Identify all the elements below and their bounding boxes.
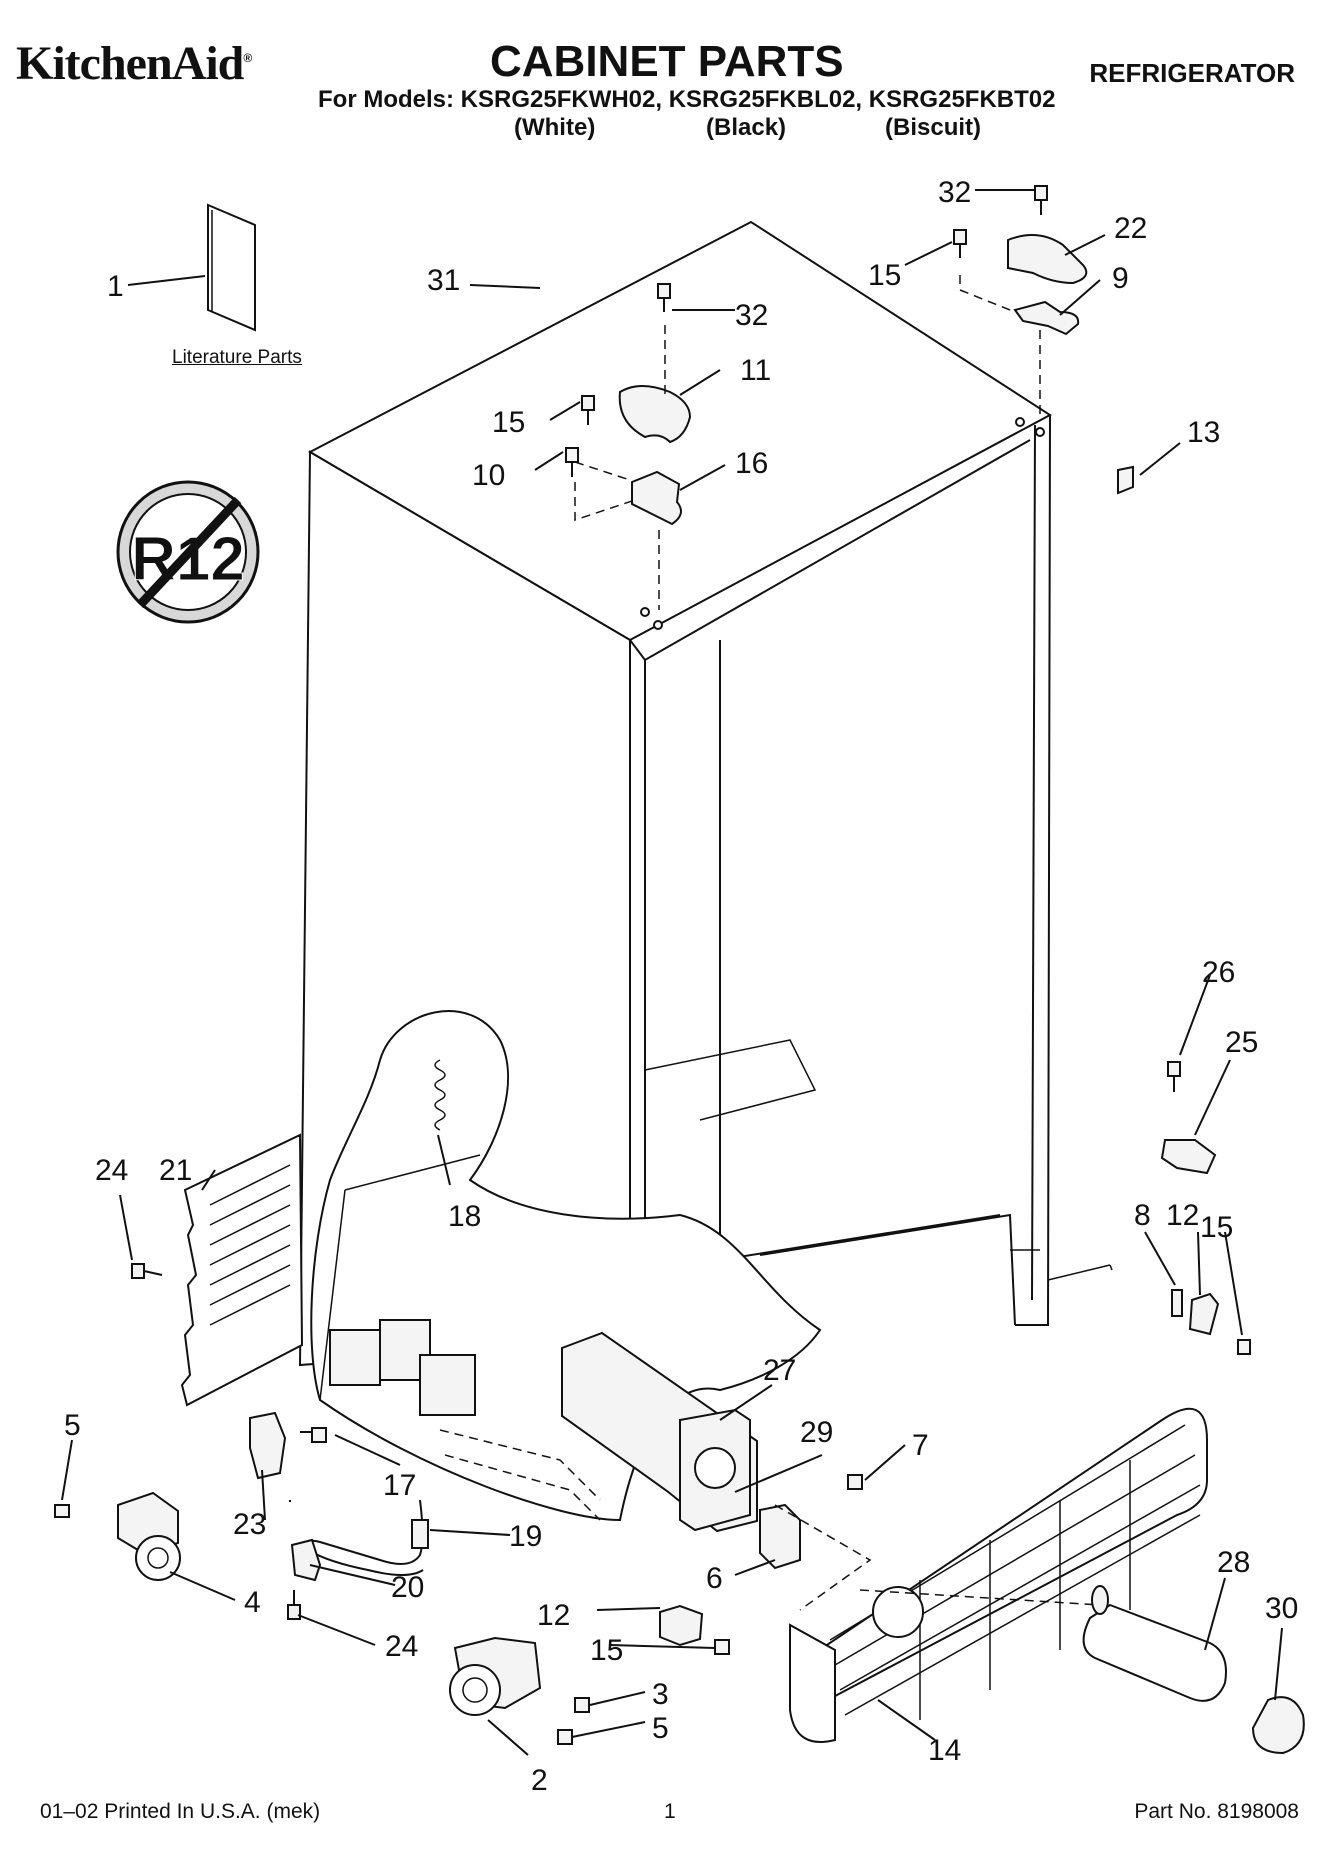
grille-clip-parts xyxy=(714,1474,872,1611)
right-roller-bracket xyxy=(1171,1289,1251,1355)
callout-25: 25 xyxy=(1225,1026,1258,1059)
top-hinge-right xyxy=(953,185,1088,437)
callout-28: 28 xyxy=(1217,1546,1250,1579)
base-grille xyxy=(789,1407,1208,1743)
no-r12-badge: R12 xyxy=(116,480,260,624)
callout-8: 8 xyxy=(1134,1199,1151,1232)
callout-16: 16 xyxy=(735,447,768,480)
part-number: Part No. 8198008 xyxy=(1134,1800,1299,1823)
leader-lines xyxy=(61,189,1283,1756)
part-13-clip xyxy=(1117,465,1134,495)
access-panel xyxy=(131,1133,304,1407)
callout-2: 2 xyxy=(531,1764,548,1797)
callout-13: 13 xyxy=(1187,416,1220,449)
page-title: CABINET PARTS xyxy=(490,37,844,86)
callout-3: 3 xyxy=(652,1678,669,1711)
callout-30: 30 xyxy=(1265,1592,1298,1625)
callout-15b: 15 xyxy=(492,406,525,439)
model-list: For Models: KSRG25FKWH02, KSRG25FKBL02, … xyxy=(318,86,1056,113)
callout-20: 20 xyxy=(391,1571,424,1604)
callout-24b: 24 xyxy=(385,1630,418,1663)
page-subtitle: REFRIGERATOR xyxy=(1089,58,1295,88)
callout-11: 11 xyxy=(740,354,771,387)
callout-24a: 24 xyxy=(95,1154,128,1187)
defrost-drain-part xyxy=(561,1331,758,1533)
variant-black: (Black) xyxy=(706,114,787,141)
callout-1: 1 xyxy=(107,270,124,303)
variant-white: (White) xyxy=(514,114,596,141)
callout-5a: 5 xyxy=(64,1409,81,1442)
callout-labels: 1 2 3 4 5 5 6 7 8 9 10 11 12 12 12 13 14… xyxy=(64,176,1298,1797)
brand-logo: KitchenAid® xyxy=(16,37,252,90)
callout-15d: 15 xyxy=(590,1634,623,1667)
callout-6: 6 xyxy=(706,1562,723,1595)
callout-21: 21 xyxy=(159,1154,192,1187)
left-roller-assembly xyxy=(54,1411,327,1581)
front-roller-assembly xyxy=(449,1604,730,1745)
callout-5b: 5 xyxy=(652,1712,669,1745)
top-hinge-left xyxy=(565,283,692,630)
callout-18: 18 xyxy=(448,1200,481,1233)
callout-19: 19 xyxy=(509,1520,542,1553)
callout-32b: 32 xyxy=(938,176,971,209)
callout-15c: 15 xyxy=(1200,1211,1233,1244)
part-25-bracket xyxy=(1160,1061,1217,1175)
water-tube xyxy=(287,1499,429,1620)
print-info: 01–02 Printed In U.S.A. (mek) xyxy=(40,1800,321,1823)
callout-12b: 12 xyxy=(537,1599,570,1632)
variant-biscuit: (Biscuit) xyxy=(885,114,981,141)
literature-booklet xyxy=(207,203,256,332)
callout-14: 14 xyxy=(928,1734,961,1767)
callout-27: 27 xyxy=(763,1354,796,1387)
callout-32a: 32 xyxy=(735,299,768,332)
callout-4: 4 xyxy=(244,1586,261,1619)
callout-10: 10 xyxy=(472,459,505,492)
callout-9: 9 xyxy=(1112,262,1129,295)
water-filter xyxy=(1082,1585,1305,1755)
literature-parts-label: Literature Parts xyxy=(172,347,302,368)
callout-17: 17 xyxy=(383,1469,416,1502)
callout-23: 23 xyxy=(233,1508,266,1541)
callout-22: 22 xyxy=(1114,212,1147,245)
callout-29: 29 xyxy=(800,1416,833,1449)
callout-7: 7 xyxy=(912,1429,929,1462)
callout-12a: 12 xyxy=(1166,1199,1199,1232)
callout-26: 26 xyxy=(1202,956,1235,989)
callout-31: 31 xyxy=(427,264,460,297)
page-number: 1 xyxy=(664,1800,676,1823)
callout-15a: 15 xyxy=(868,259,901,292)
